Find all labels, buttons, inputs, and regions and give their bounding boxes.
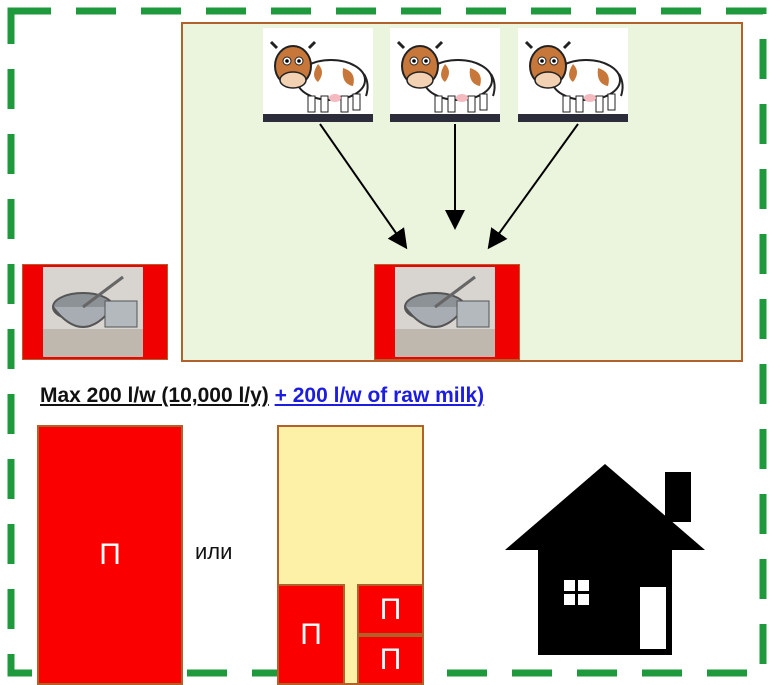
room-label: П	[379, 592, 402, 626]
processing-room-large: П	[37, 425, 183, 685]
cow-icon	[263, 28, 373, 122]
or-label: или	[195, 539, 233, 564]
room-label: П	[99, 538, 121, 571]
processing-room-small: П	[357, 584, 424, 635]
cow-credit-bar	[390, 114, 500, 122]
cow-credit-bar	[518, 114, 628, 122]
milk-limit-caption: Max 200 l/w (10,000 l/y) + 200 l/w of ra…	[40, 384, 750, 414]
processing-room-small: П	[357, 635, 424, 685]
cow-drawing	[269, 40, 369, 113]
milk-vat-photo	[395, 267, 495, 357]
arrow-icon	[319, 123, 408, 250]
cow-icon	[390, 28, 500, 122]
caption-extra: + 200 l/w of raw milk)	[274, 384, 485, 407]
cow-credit-bar	[263, 114, 373, 122]
room-label: П	[379, 643, 402, 676]
processing-room-small: П	[277, 584, 345, 685]
arrow-icon	[487, 123, 579, 250]
house-icon	[505, 464, 705, 655]
milk-vat-icon	[22, 264, 168, 360]
cow-icon	[518, 28, 628, 122]
milk-vat-photo	[43, 267, 143, 357]
caption-main: Max 200 l/w (10,000 l/y)	[40, 384, 269, 407]
milk-vat-icon	[374, 264, 520, 360]
room-label: П	[300, 617, 322, 651]
